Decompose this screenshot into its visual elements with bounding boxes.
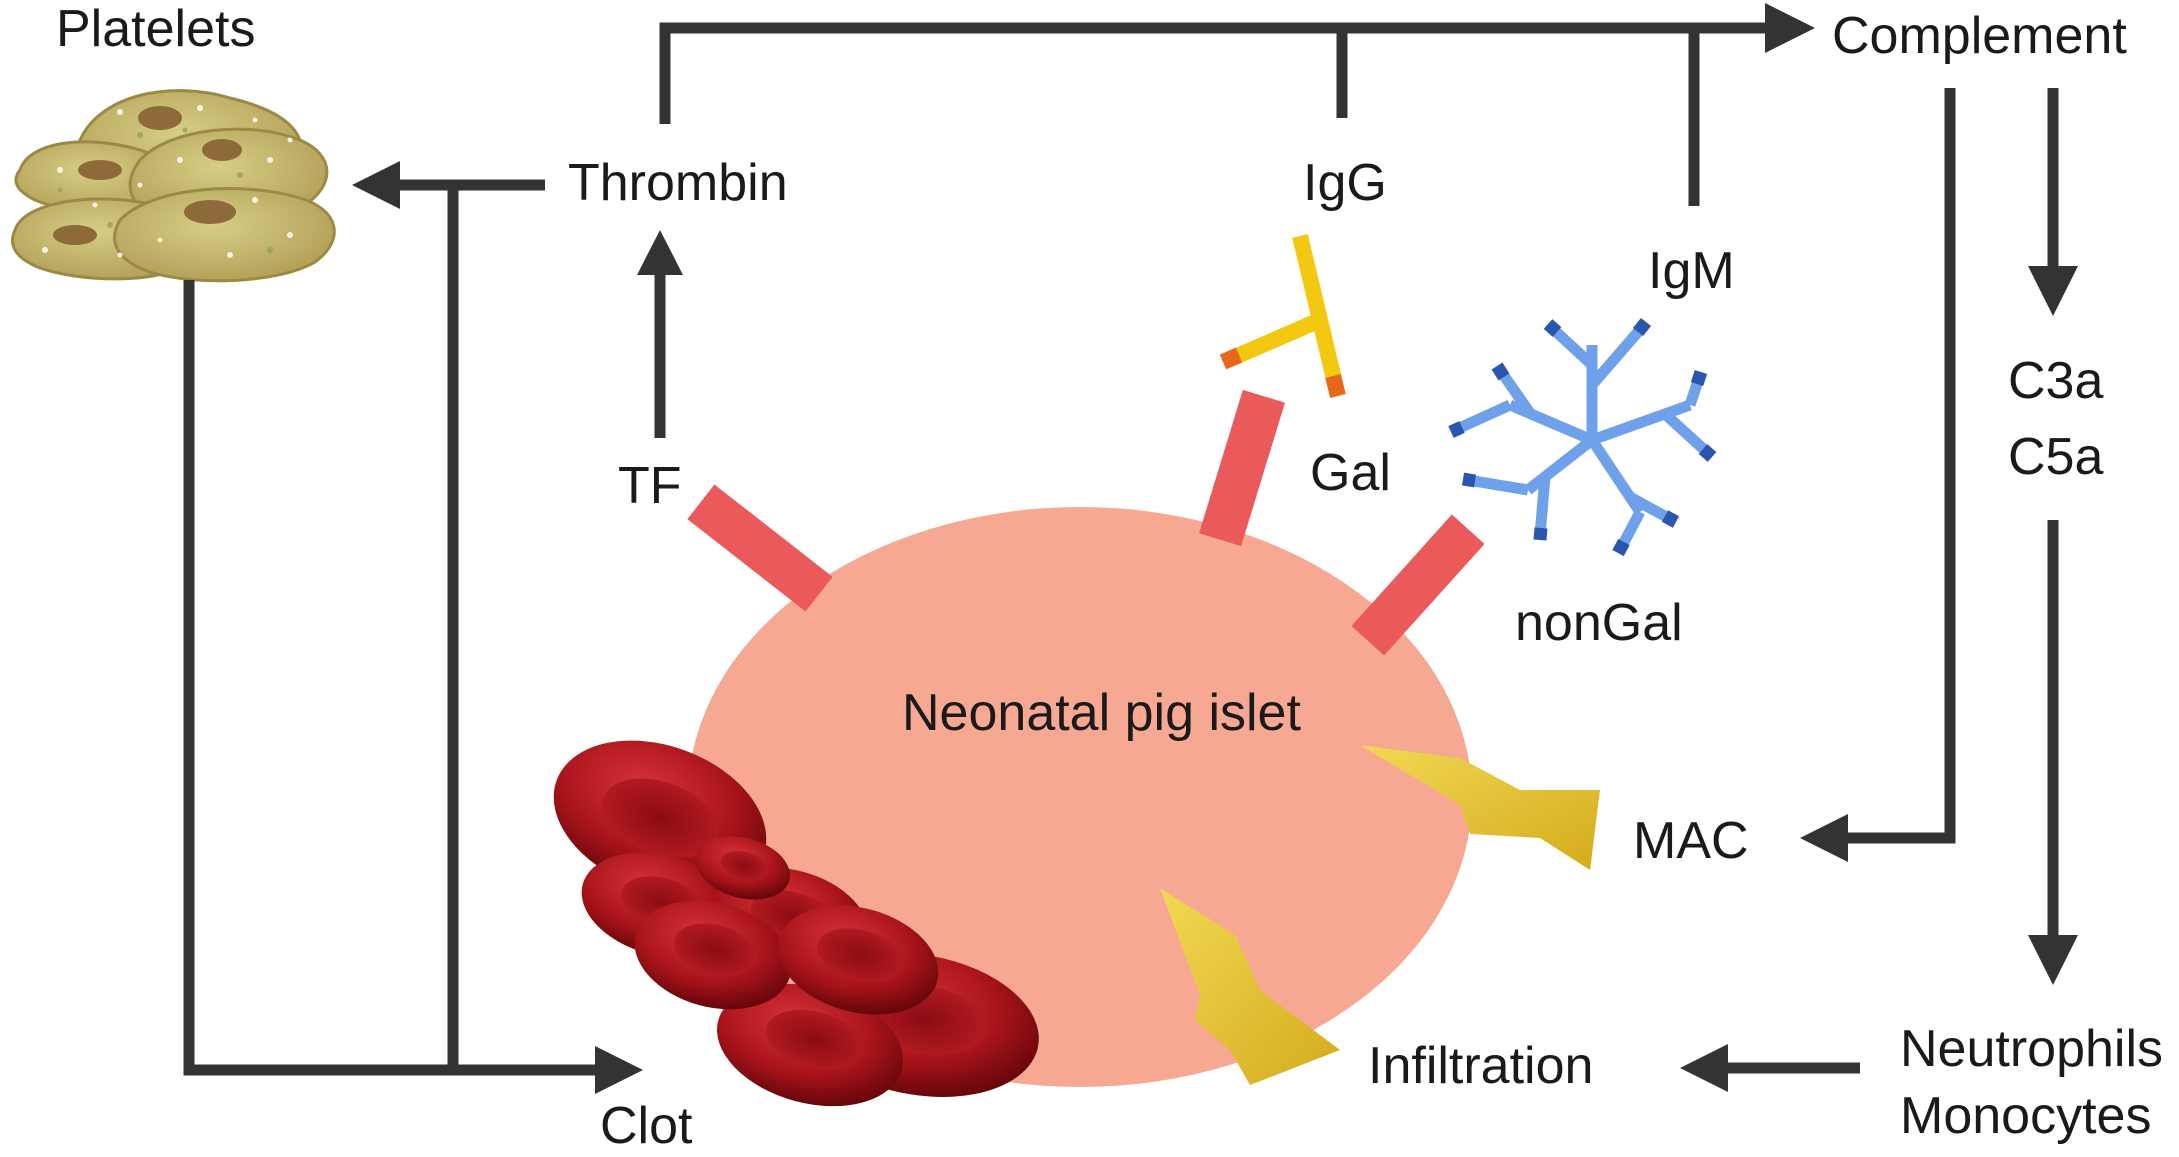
c5a-label: C5a <box>2008 428 2103 486</box>
tf-label: TF <box>618 457 682 515</box>
igg-label: IgG <box>1303 154 1387 212</box>
mac-label: MAC <box>1633 812 1749 870</box>
thrombin-label: Thrombin <box>568 154 788 212</box>
c3a-label: C3a <box>2008 352 2103 410</box>
complement-arrowhead-icon <box>1765 3 1815 53</box>
red-blood-cells-icon <box>553 740 1039 1107</box>
platelets-arrowhead-icon <box>352 161 400 209</box>
arrow-lines <box>183 22 2059 1076</box>
mac-lightning-icon <box>1360 745 1600 870</box>
nongal-label: nonGal <box>1515 594 1683 652</box>
complement-label: Complement <box>1832 7 2127 65</box>
clot-arrowhead-icon <box>595 1046 643 1094</box>
infiltration-label: Infiltration <box>1368 1037 1593 1095</box>
tf-receptor <box>687 484 833 612</box>
c3a-arrowhead-icon <box>2028 266 2078 316</box>
igm-label: IgM <box>1648 242 1735 300</box>
monocytes-label: Monocytes <box>1900 1087 2151 1145</box>
igg-antibody-icon <box>1219 234 1346 398</box>
clot-label: Clot <box>600 1097 693 1155</box>
platelets-icon <box>10 89 336 283</box>
neutrophils-label: Neutrophils <box>1900 1020 2163 1078</box>
igm-tips <box>1448 317 1717 557</box>
infiltration-lightning-icon <box>1160 888 1340 1085</box>
igm-pentamer-icon <box>1452 321 1714 553</box>
nongal-receptor <box>1351 514 1485 656</box>
infiltration-arrowhead-icon <box>1680 1044 1728 1092</box>
neutrophils-arrowhead-icon <box>2028 935 2078 985</box>
thrombin-arrowhead-icon <box>637 230 683 275</box>
platelets-label: Platelets <box>56 0 255 58</box>
arrow-heads <box>352 3 2078 1094</box>
gal-receptor <box>1199 389 1285 547</box>
islet-label: Neonatal pig islet <box>902 684 1301 742</box>
gal-label: Gal <box>1310 444 1391 502</box>
mac-arrowhead-icon <box>1800 814 1848 862</box>
